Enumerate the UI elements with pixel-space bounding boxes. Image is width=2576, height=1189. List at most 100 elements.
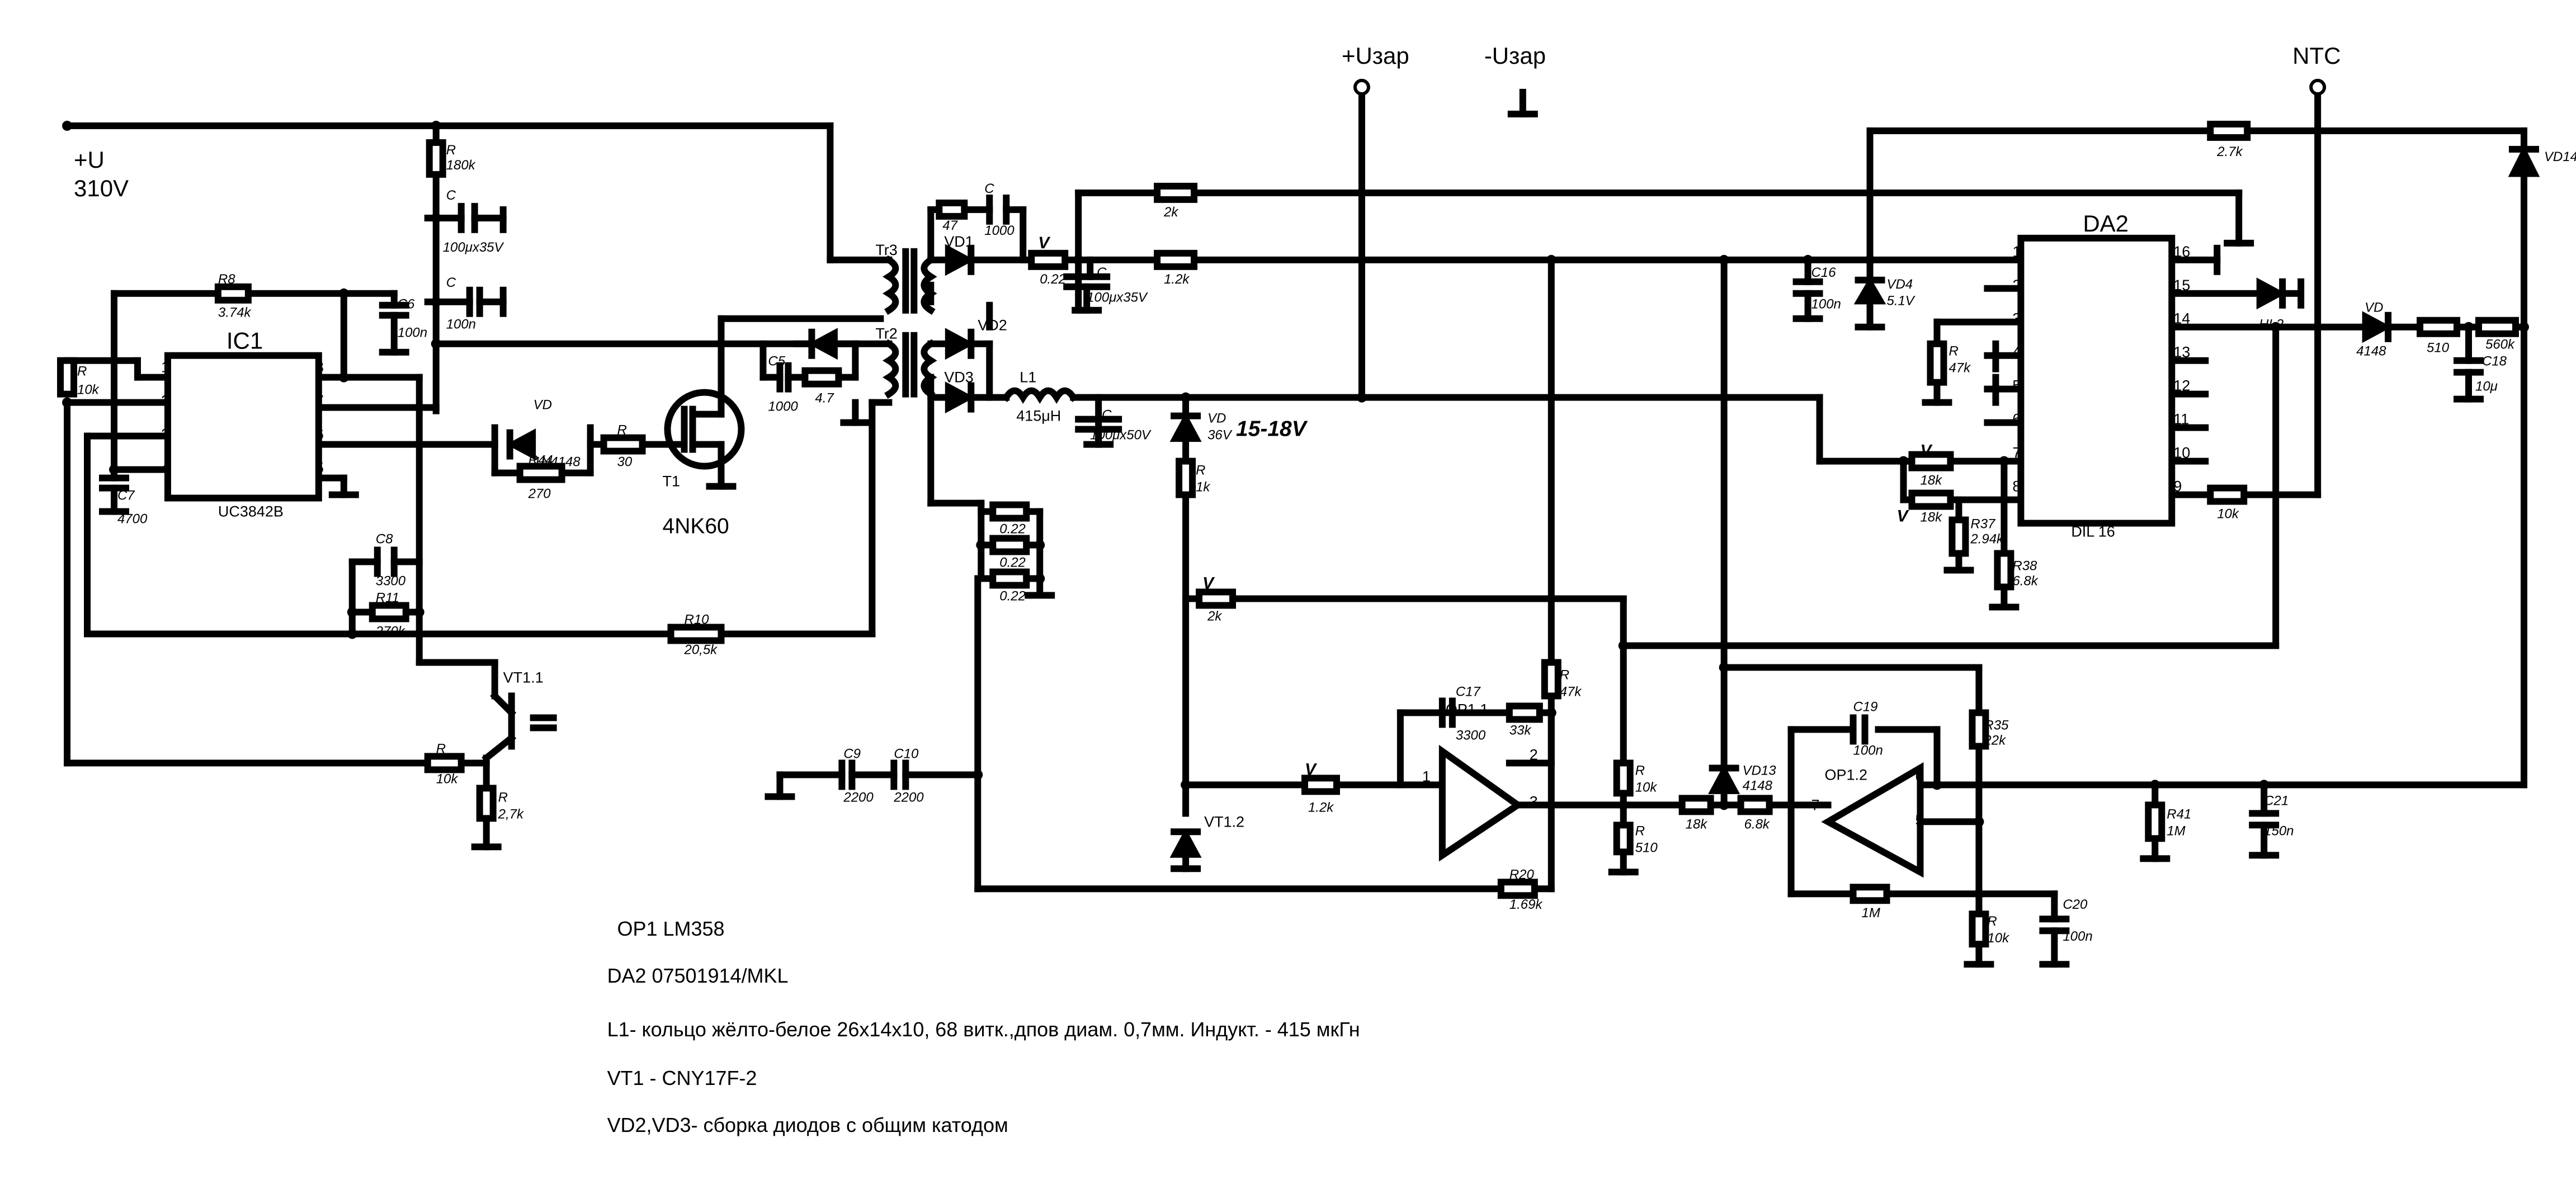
label-c21: C21 <box>2264 793 2289 808</box>
value-2k-top: 2k <box>1163 205 1178 220</box>
value-4148b: 4148 <box>2356 344 2386 359</box>
da2-body <box>2017 234 2176 527</box>
da2-pin13: 13 <box>2173 344 2190 361</box>
resistor-510-div <box>1613 822 1634 856</box>
value-2k-mid: 2k <box>1207 608 1222 624</box>
label-t1-part: 4NK60 <box>663 515 729 539</box>
da2-pin5: 5 <box>2012 378 2021 394</box>
da2-pin15: 15 <box>2173 277 2190 294</box>
note-op1: OP1 LM358 <box>617 917 725 940</box>
value-1m-fb: 1M <box>1862 905 1880 921</box>
label-r47k-op: R <box>1560 667 1569 682</box>
label-c100n: C <box>446 275 456 290</box>
value-c17: 3300 <box>1456 728 1486 743</box>
label-vd3: VD3 <box>944 369 973 386</box>
value-r30: 30 <box>617 455 633 470</box>
diode-vd4 <box>1853 276 1886 305</box>
label-ntc: NTC <box>2292 43 2341 69</box>
terminal-ntc <box>2309 78 2327 96</box>
diode-vd2 <box>945 328 975 360</box>
label-vd2: VD2 <box>978 317 1007 334</box>
value-10k-pin9: 10k <box>2217 507 2239 522</box>
label-r37: R37 <box>1970 517 1996 532</box>
value-c100u35b: 100μx35V <box>1087 290 1148 305</box>
label-vt11: VT1.1 <box>503 669 544 686</box>
label-r10k-div: R <box>1635 763 1645 778</box>
resistor-r11 <box>369 602 409 622</box>
label-r27k: R <box>498 790 508 805</box>
diode-vd13 <box>1708 764 1740 794</box>
value-r35: 22k <box>1983 733 2006 748</box>
value-c1000: 1000 <box>984 223 1015 238</box>
label-r8: R8 <box>218 272 235 287</box>
da2-pin12: 12 <box>2173 378 2190 394</box>
da2-pin7: 7 <box>2012 445 2021 461</box>
resistor-47k-da <box>1927 340 1947 386</box>
note-vd2-vd3: VD2,VD3- сборка диодов с общим катодом <box>607 1113 1008 1136</box>
label-c-top: C <box>446 188 456 203</box>
resistor-r41 <box>2145 801 2165 842</box>
resistor-022-c <box>989 535 1030 555</box>
label-r510-div: R <box>1635 823 1645 838</box>
resistor-47k-op <box>1541 659 1561 700</box>
label-r180k: R <box>446 143 456 158</box>
value-33k: 33k <box>1509 723 1532 738</box>
label-15-18v: 15-18V <box>1236 417 1308 441</box>
diode-vd3 <box>945 381 975 414</box>
value-2-7k-top: 2.7k <box>2216 144 2243 159</box>
label-310v: 310V <box>74 175 129 201</box>
value-c6: 100n <box>398 325 427 341</box>
label-vd36: VD <box>1207 411 1226 426</box>
op11-pin3: 3 <box>1530 793 1538 810</box>
resistor-510b <box>2417 317 2461 337</box>
op12-pin6: 6 <box>1915 768 1923 785</box>
da2-pin8: 8 <box>2012 478 2021 495</box>
label-c8: C8 <box>376 532 393 547</box>
ic1-body <box>164 352 322 502</box>
value-1-2k-top: 1.2k <box>1164 272 1190 287</box>
da2-pin16: 16 <box>2173 243 2190 260</box>
label-op12: OP1.2 <box>1825 766 1867 783</box>
label-hl2: HL2 <box>2259 317 2284 332</box>
label-c5: C5 <box>768 354 785 369</box>
resistor-1m-fb <box>1850 884 1890 904</box>
da2-pin4: 4 <box>2012 344 2021 361</box>
label-c6: C6 <box>398 297 415 312</box>
op12-pin5: 5 <box>1915 811 1923 828</box>
optocoupler-vt11 <box>508 692 557 750</box>
label-r10: R10 <box>685 612 710 627</box>
value-022-top: 0.22 <box>1040 272 1066 287</box>
label-c19: C19 <box>1853 699 1878 714</box>
da2-pin6: 6 <box>2012 411 2021 428</box>
value-47ohm: 47 <box>942 218 958 233</box>
terminal-plus-uzar <box>1353 78 1370 96</box>
label-op11: OP1.1 <box>1446 701 1488 718</box>
value-r44: 270 <box>528 487 551 502</box>
value-10k-vt: 10k <box>436 771 459 786</box>
diode-snubber <box>808 328 838 360</box>
label-c7: C7 <box>117 488 135 503</box>
value-27k: 2,7k <box>498 806 524 822</box>
value-1n4148: 1N4148 <box>534 455 581 470</box>
label-vd14: VD14 <box>2544 149 2576 164</box>
value-c19: 100n <box>1853 743 1883 758</box>
ic1-pin6: 6 <box>315 426 324 443</box>
value-180k: 180k <box>446 158 476 173</box>
da2-pin1: 1 <box>2012 243 2021 260</box>
value-vd13: 4148 <box>1743 778 1773 793</box>
label-c100u50: C <box>1102 408 1112 423</box>
resistor-560k <box>2475 317 2519 337</box>
value-c9: 2200 <box>843 790 874 805</box>
label-r35: R35 <box>1984 718 2009 733</box>
diode-vd14 <box>2508 145 2540 177</box>
label-c18: C18 <box>2482 354 2507 369</box>
value-c21: 150n <box>2264 823 2294 838</box>
label-plus-u: +U <box>74 147 105 173</box>
da2-pin10: 10 <box>2173 445 2190 461</box>
value-47k-da: 47k <box>1948 361 1971 376</box>
resistor-1k <box>1176 457 1196 498</box>
label-c20: C20 <box>2063 897 2088 912</box>
resistor-18k-c <box>1908 489 1954 510</box>
value-c10: 2200 <box>893 790 924 805</box>
